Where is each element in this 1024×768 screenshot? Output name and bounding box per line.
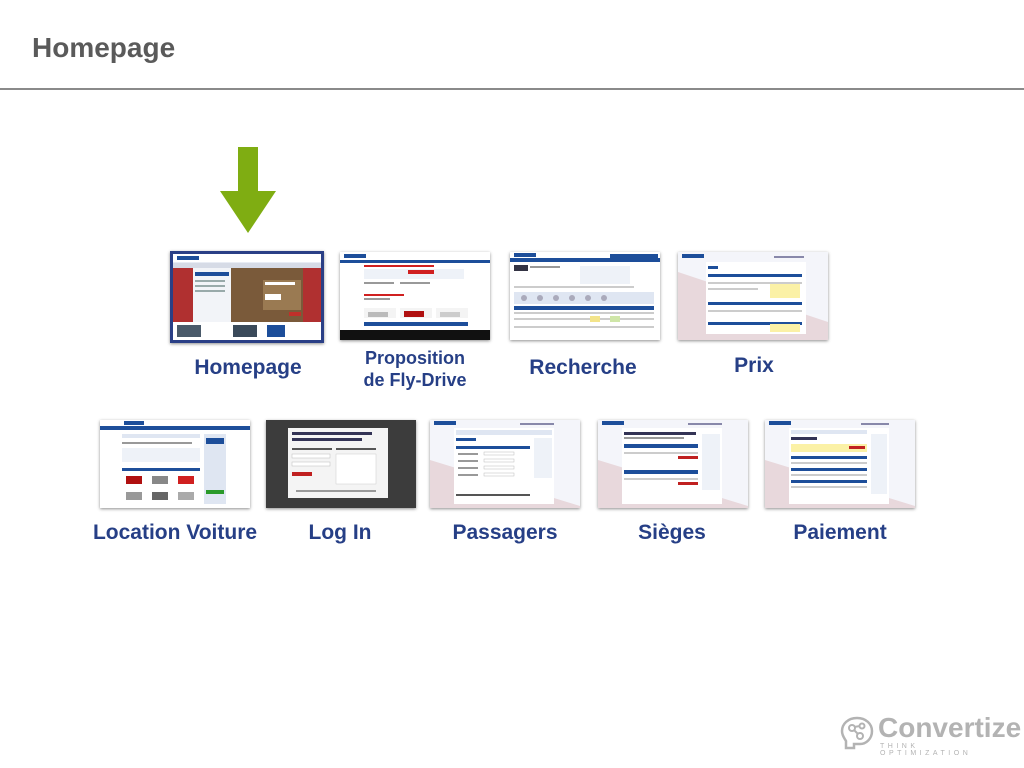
step-label-location-voiture: Location Voiture [80, 521, 270, 545]
title-divider [0, 88, 1024, 90]
convertize-logo: Convertize THINK OPTIMIZATION [838, 714, 1010, 754]
thumbnail-passagers [430, 420, 580, 508]
brain-icon [838, 714, 876, 752]
step-label-sieges: Sièges [602, 521, 742, 545]
step-label-homepage: Homepage [178, 356, 318, 380]
step-label-recherche: Recherche [513, 356, 653, 380]
thumbnail-homepage [170, 251, 324, 343]
thumbnail-proposition-fly-drive [340, 252, 490, 340]
step-label-line: de Fly-Drive [345, 369, 485, 391]
step-label-prix: Prix [684, 354, 824, 378]
thumbnail-paiement [765, 420, 915, 508]
thumbnail-sieges [598, 420, 748, 508]
step-label-line: Proposition [345, 347, 485, 369]
logo-wordmark: Convertize [878, 712, 1021, 744]
step-label-passagers: Passagers [435, 521, 575, 545]
slide-title: Homepage [32, 32, 175, 64]
thumbnail-log-in [266, 420, 416, 508]
thumbnail-location-voiture [100, 420, 250, 508]
thumbnail-recherche [510, 252, 660, 340]
current-step-arrow-icon [220, 147, 276, 233]
logo-tagline: THINK OPTIMIZATION [880, 743, 1010, 757]
thumbnail-prix [678, 252, 828, 340]
step-label-log-in: Log In [270, 521, 410, 545]
step-label-proposition: Proposition de Fly-Drive [345, 347, 485, 391]
step-label-paiement: Paiement [770, 521, 910, 545]
